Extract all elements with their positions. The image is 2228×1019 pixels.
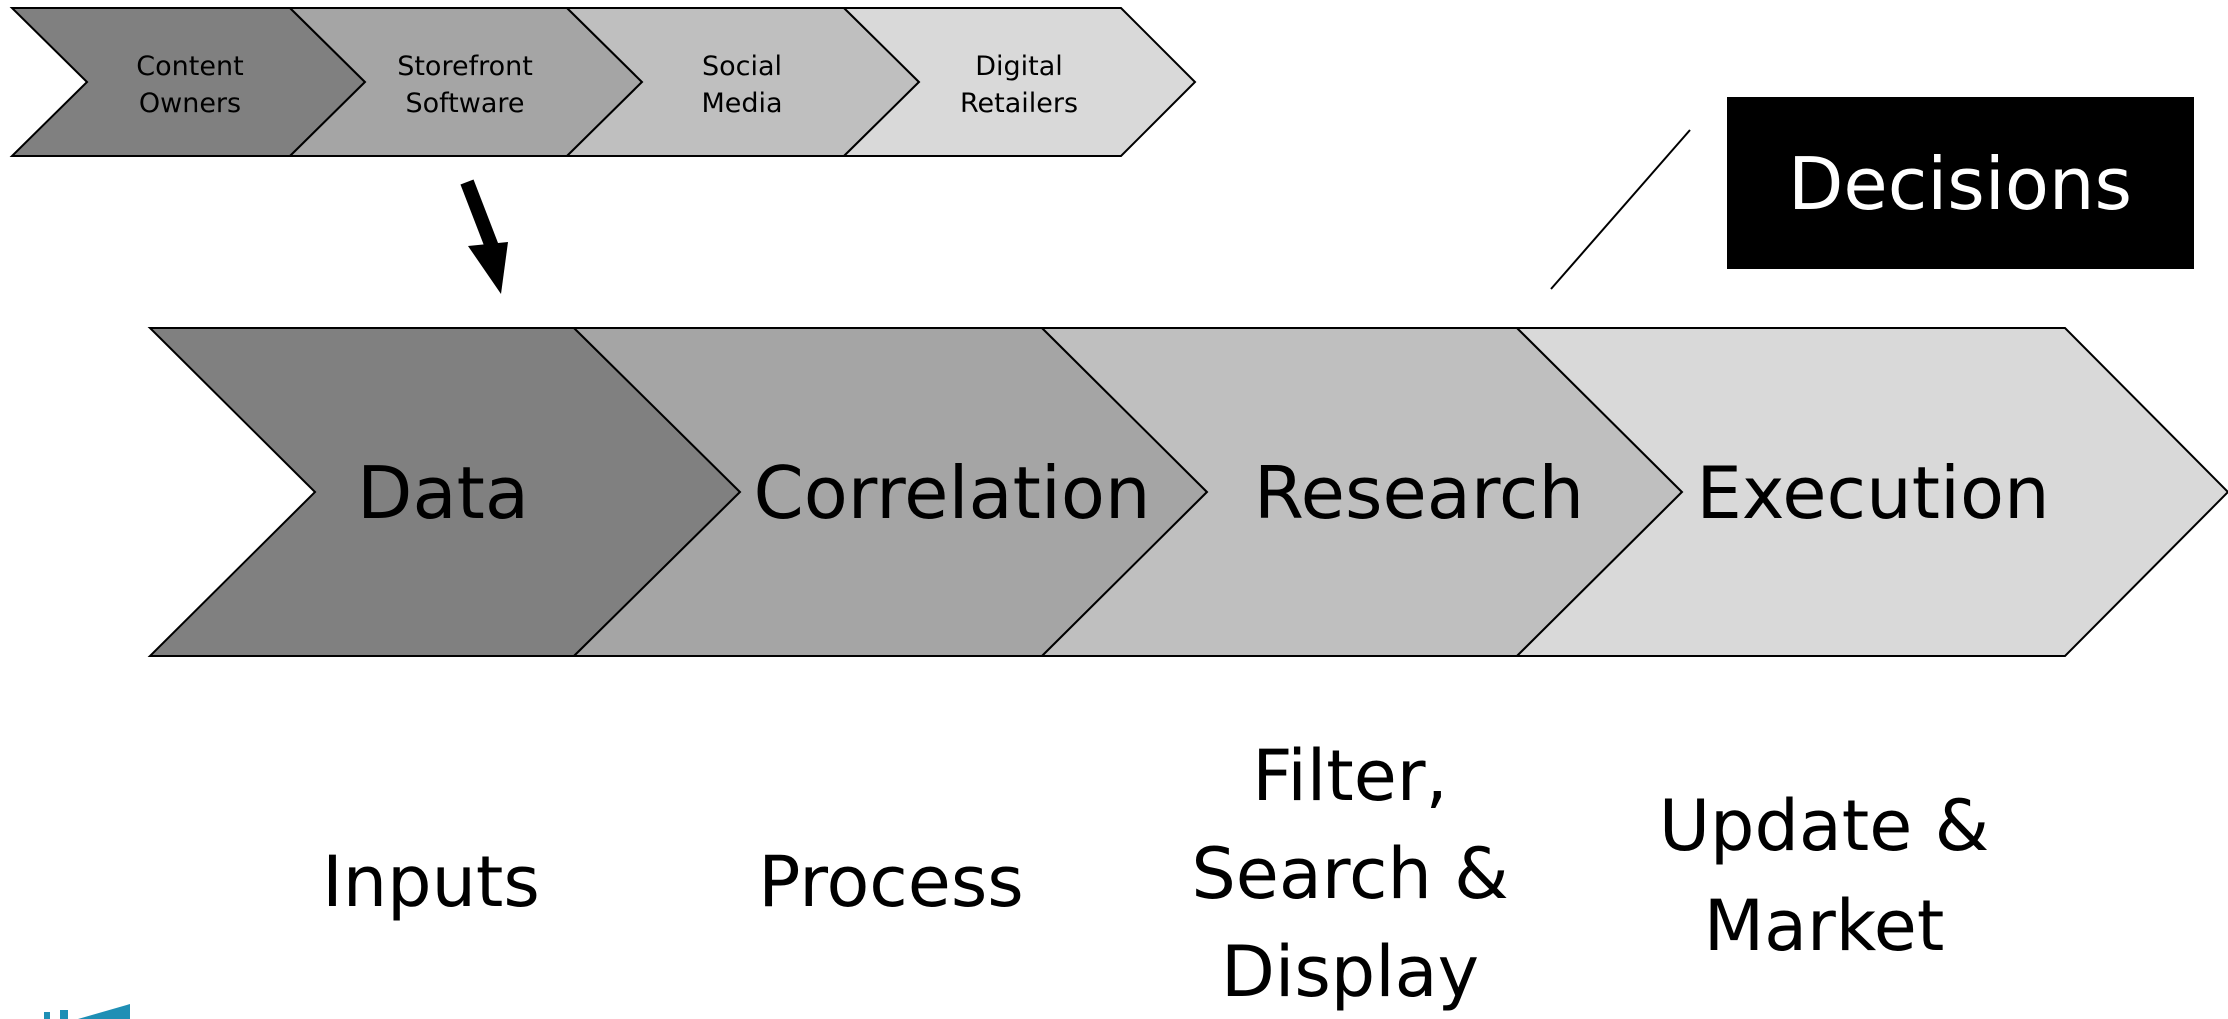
main-chevron-label: Execution: [1696, 451, 2049, 535]
bottom-label-line: Search &: [1191, 833, 1508, 915]
bottom-label-line: Market: [1704, 885, 1945, 967]
top-chevron-digital-retailers: Digital Retailers: [841, 7, 1197, 157]
top-chevron-label-line2: Retailers: [960, 88, 1078, 119]
main-chevron-shape: [1514, 327, 2228, 657]
bottom-label-filter-search-display: Filter, Search & Display: [1191, 735, 1508, 1013]
bottom-label-process: Process: [758, 841, 1024, 923]
top-chevron-label-line1: Social: [702, 51, 782, 82]
main-chevron-label: Data: [357, 451, 529, 535]
down-arrow-icon: [460, 179, 508, 294]
bottom-label-line: Inputs: [322, 841, 540, 923]
top-chevron-label-line1: Content: [136, 51, 243, 82]
top-chevron-storefront-software: Storefront Software: [287, 7, 644, 157]
bottom-label-line: Process: [758, 841, 1024, 923]
main-chevron-data: Data: [147, 327, 742, 657]
top-chevron-label-line2: Owners: [139, 88, 241, 119]
bottom-label-line: Update &: [1659, 785, 1989, 867]
main-chevron-correlation: Correlation: [571, 327, 1209, 657]
top-chevron-row: Content Owners Storefront Software Socia…: [9, 7, 1197, 157]
bottom-label-line: Display: [1221, 931, 1479, 1013]
main-chevron-research: Research: [1039, 327, 1684, 657]
top-chevron-shape: [841, 7, 1197, 157]
bottom-label-line: Filter,: [1252, 735, 1448, 817]
top-chevron-label-line1: Digital: [975, 51, 1063, 82]
main-chevron-label: Correlation: [753, 451, 1150, 535]
main-chevron-label: Research: [1254, 451, 1584, 535]
decisions-label: Decisions: [1788, 142, 2132, 226]
bottom-label-update-market: Update & Market: [1659, 785, 1989, 967]
decisions-connector-line: [1550, 129, 1691, 290]
bottom-label-inputs: Inputs: [322, 841, 540, 923]
decisions-box: [1727, 97, 2194, 269]
top-chevron-label-line2: Software: [405, 88, 524, 119]
main-chevron-execution: Execution: [1514, 327, 2228, 657]
top-chevron-label-line2: Media: [701, 88, 782, 119]
top-chevron-label-line1: Storefront: [397, 51, 533, 82]
main-chevron-row: Data Correlation Research Execution: [147, 327, 2228, 657]
logo-icon: [44, 1004, 130, 1019]
top-chevron-social-media: Social Media: [564, 7, 921, 157]
